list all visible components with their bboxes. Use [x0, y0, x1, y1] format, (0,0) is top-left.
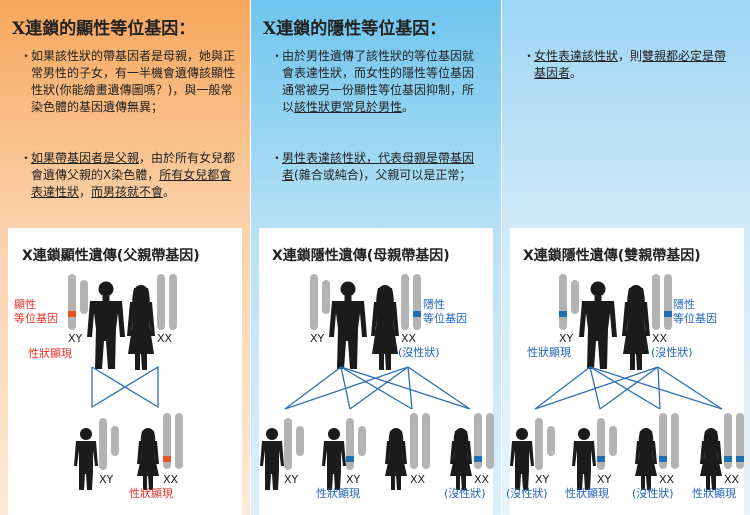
y-chromosome — [80, 280, 88, 314]
daughter-silhouette — [137, 428, 159, 490]
label-xx: XX — [401, 332, 417, 345]
son-silhouette — [322, 428, 346, 490]
panel3-parents — [559, 274, 672, 370]
label-xy: XY — [310, 332, 325, 345]
column-title: X連鎖的隱性等位基因： — [263, 19, 447, 39]
label-xx: XX — [474, 473, 490, 486]
label-xx: XX — [163, 473, 179, 486]
panel3-children — [510, 413, 744, 490]
mother-silhouette — [371, 285, 399, 370]
panel3-cross-lines — [534, 366, 723, 410]
recessive-allele-mark — [413, 311, 421, 317]
panel1-children — [74, 413, 183, 490]
x-chromosome — [169, 274, 177, 330]
label-trait-expressed: 性狀顯現 — [316, 486, 360, 500]
son-silhouette — [510, 428, 534, 490]
dominant-allele-mark — [163, 456, 171, 462]
daughter-silhouette — [700, 428, 722, 490]
father-silhouette — [87, 281, 125, 369]
label-dominant-allele-1: 顯性 — [14, 297, 36, 311]
label-xx: XX — [410, 473, 426, 486]
panel2-children — [260, 413, 494, 490]
mother-silhouette — [127, 285, 155, 370]
panel2-cross-lines — [284, 366, 471, 410]
label-trait-expressed: 性狀顯現 — [692, 486, 736, 500]
father-silhouette — [579, 281, 617, 369]
mother-silhouette — [622, 285, 650, 370]
label-no-trait: (沒性狀) — [444, 486, 486, 500]
dominant-allele-mark — [68, 311, 76, 317]
father-silhouette — [329, 281, 367, 369]
label-no-trait: (沒性狀) — [651, 345, 693, 359]
diagram-title-1: X連鎖顯性遺傳(父親帶基因) — [22, 248, 200, 264]
panel2-parents — [310, 274, 421, 370]
label-recessive-allele-1: 隱性 — [673, 297, 695, 311]
son-silhouette — [260, 428, 284, 490]
label-no-trait: (沒性狀) — [398, 345, 440, 359]
daughter-silhouette — [635, 428, 657, 490]
diagram-title-2: X連鎖隱性遺傳(母親帶基因) — [272, 248, 450, 264]
label-recessive-allele-2: 等位基因 — [423, 311, 467, 325]
son-silhouette — [74, 428, 98, 490]
label-trait-expressed: 性狀顯現 — [28, 346, 72, 360]
diagram-title-3: X連鎖隱性遺傳(雙親帶基因) — [523, 248, 701, 264]
bullet-1: ・由於男性遺傳了該性狀的等位基因就會表達性狀，而女性的隱性等位基因通常被另一份顯… — [271, 49, 475, 114]
daughter-silhouette — [450, 428, 472, 490]
panel1-cross-lines — [91, 365, 159, 409]
label-xy: XY — [597, 473, 612, 486]
label-xx: XX — [659, 473, 675, 486]
bullet-1: ・女性表達該性狀，則雙親都必定是帶基因者。 — [523, 49, 727, 80]
label-xy: XY — [346, 473, 361, 486]
label-recessive-allele-1: 隱性 — [423, 297, 445, 311]
label-xy: XY — [535, 473, 550, 486]
label-xy: XY — [68, 332, 83, 345]
label-recessive-allele-2: 等位基因 — [673, 311, 717, 325]
x-chromosome — [68, 274, 76, 330]
panel1-parents — [68, 274, 177, 370]
label-trait-expressed: 性狀顯現 — [129, 486, 173, 500]
label-no-trait: (沒性狀) — [506, 486, 548, 500]
label-xx: XX — [652, 332, 668, 345]
label-no-trait: (沒性狀) — [632, 486, 674, 500]
diagram-panel-1 — [8, 228, 242, 515]
column-title: X連鎖的顯性等位基因： — [12, 19, 196, 39]
bullet-1: ・如果該性狀的帶基因者是母親，她與正常男性的子女，有一半機會遺傳該顯性性狀(你能… — [20, 49, 236, 114]
x-chromosome — [157, 274, 165, 330]
label-xy: XY — [559, 332, 574, 345]
daughter-silhouette — [385, 428, 407, 490]
label-trait-expressed: 性狀顯現 — [565, 486, 609, 500]
label-xx: XX — [724, 473, 740, 486]
label-xy: XY — [99, 473, 114, 486]
son-silhouette — [572, 428, 596, 490]
label-xy: XY — [284, 473, 299, 486]
bullet-2: ・男性表達該性狀，代表母親是帶基因者(雜合或純合)，父親可以是正常； — [271, 151, 475, 182]
label-xx: XX — [157, 332, 173, 345]
label-trait-expressed: 性狀顯現 — [527, 345, 571, 359]
bullet-2: ・如果帶基因者是父親，由於所有女兒都會遺傳父親的X染色體，所有女兒都會表達性狀，… — [20, 151, 236, 199]
label-dominant-allele-2: 等位基因 — [14, 311, 58, 325]
